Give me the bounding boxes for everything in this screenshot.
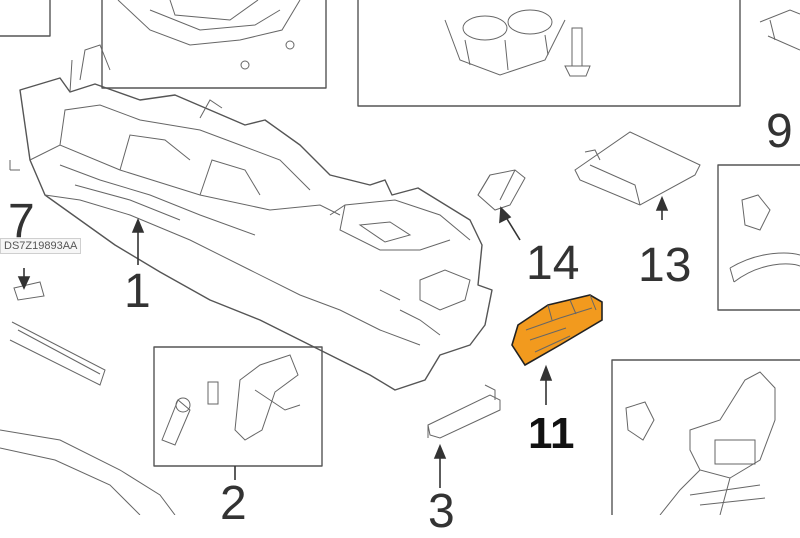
detail-box-bottom-right [611,359,800,515]
part-side-trim [0,160,176,515]
callout-2: 2 [220,477,247,530]
callout-9: 9 [766,105,793,158]
parts-diagram [0,0,800,515]
callout-1: 1 [124,265,151,318]
part-code-label: DS7Z19893AA [0,238,82,254]
detail-box-top-left [0,0,51,37]
callout-7: 7 [8,195,35,248]
detail-box-2 [153,346,323,467]
detail-box-right-top [759,9,800,51]
callout-3: 3 [428,485,455,538]
part-11-storage-tray [511,294,603,367]
detail-box-9 [717,164,800,311]
part-13-mat [574,131,701,206]
leader-arrows [17,195,669,488]
detail-box-console-top [101,0,327,89]
callout-13: 13 [638,239,692,292]
part-14-clip [477,169,526,211]
part-3-bracket [427,384,501,439]
callout-11: 11 [528,409,575,458]
detail-box-cupholder [357,0,741,107]
part-1-center-console [19,44,493,391]
callout-14: 14 [526,237,580,290]
